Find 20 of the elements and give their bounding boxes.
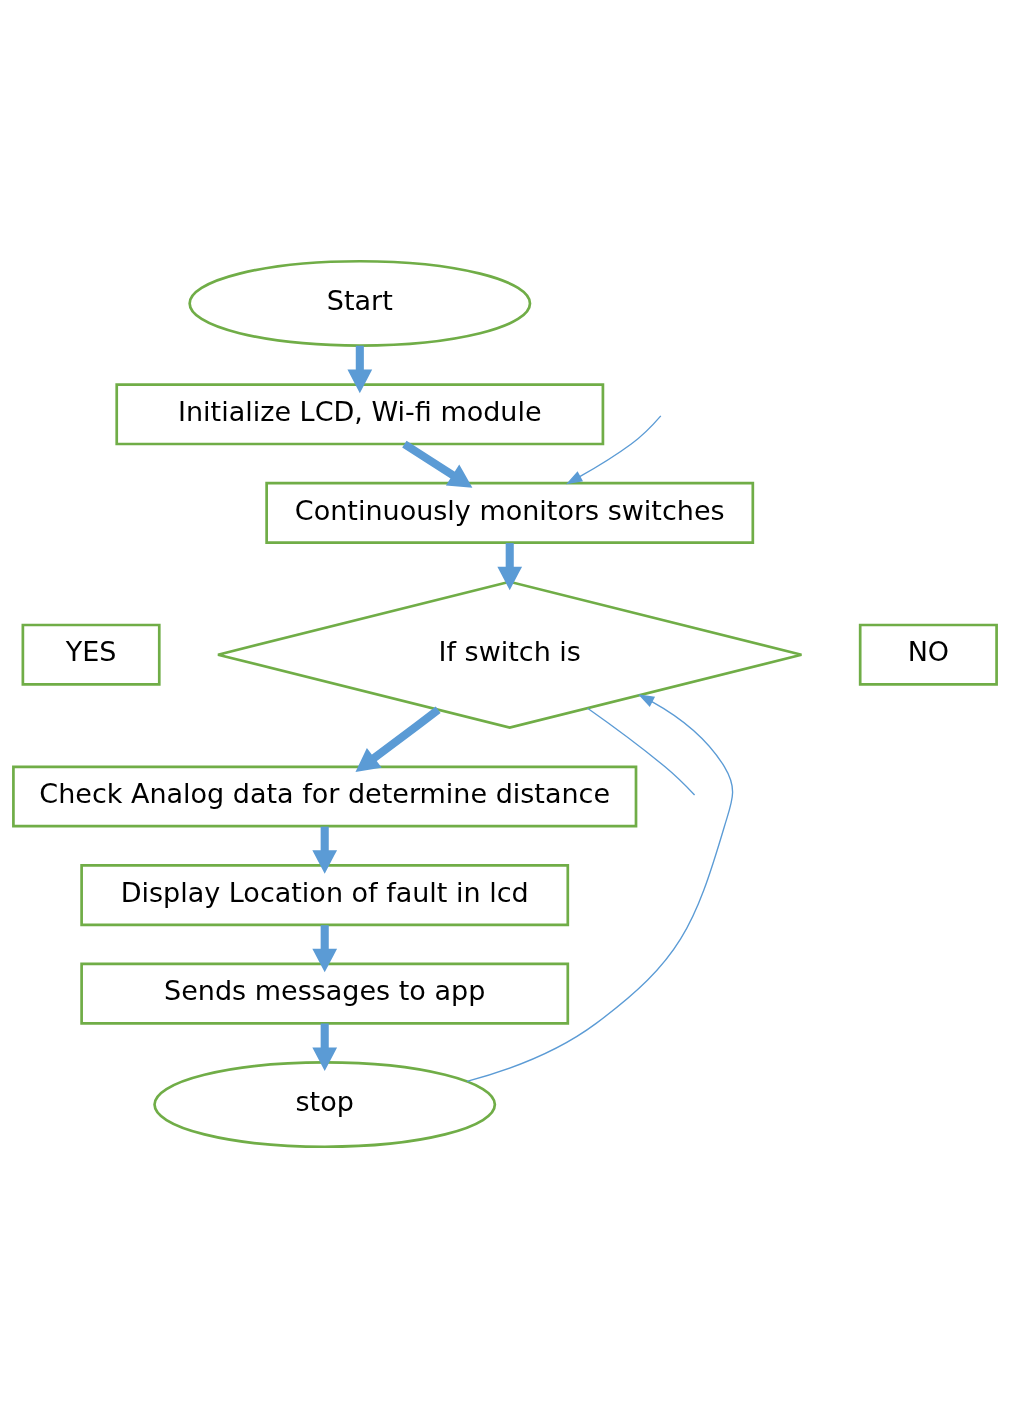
node-box: Check Analog data for determine distance <box>12 764 638 828</box>
arrow <box>402 440 473 488</box>
arrow <box>566 414 662 484</box>
arrow <box>312 924 338 972</box>
node-box: Display Location of fault in lcd <box>80 863 570 926</box>
connector <box>586 707 696 796</box>
arrow <box>312 826 338 874</box>
node-ellipse: Start <box>188 259 532 347</box>
node-box: Sends messages to app <box>80 962 570 1025</box>
node-diamond: If switch is <box>216 579 803 729</box>
arrow <box>347 345 373 393</box>
node-ellipse: stop <box>153 1060 497 1148</box>
node-box: YES <box>21 623 161 686</box>
arrow <box>355 706 441 772</box>
node-box: Continuously monitors switches <box>265 481 755 544</box>
arrow <box>466 693 734 1082</box>
node-box: NO <box>858 623 998 686</box>
node-box: Initialize LCD, Wi-fi module <box>115 382 605 445</box>
arrow <box>497 542 523 590</box>
arrow <box>312 1022 338 1071</box>
